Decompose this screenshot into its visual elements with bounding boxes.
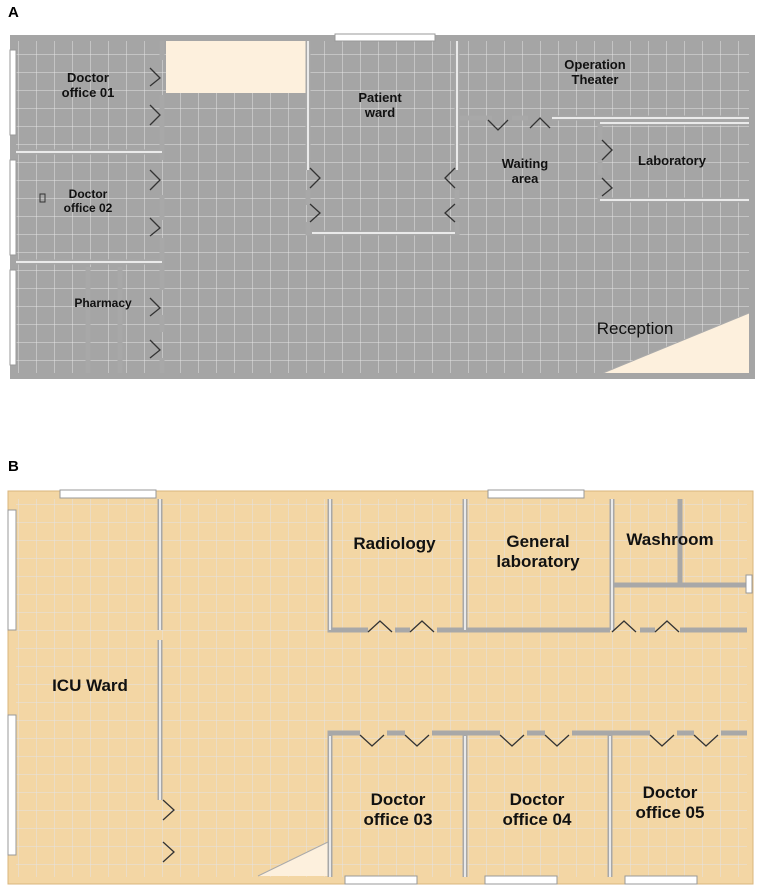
plan-a-floor (16, 41, 749, 373)
room-label-reception: Reception (596, 319, 674, 338)
room-label-operation-theater: Operation Theater (564, 57, 626, 87)
door (654, 620, 680, 633)
shaded-area (166, 41, 306, 93)
door (444, 203, 456, 223)
room-label-radiology: Radiology (353, 534, 436, 553)
door (487, 119, 509, 131)
door (601, 177, 613, 197)
door (409, 620, 435, 633)
window (487, 489, 585, 499)
door (149, 217, 161, 237)
door (601, 139, 613, 161)
door (149, 297, 161, 317)
door (693, 734, 719, 747)
room-label-doctor-office-05: Doctor office 05 (635, 783, 705, 822)
door (149, 104, 161, 126)
window (624, 875, 698, 885)
door (404, 734, 430, 747)
window (484, 875, 558, 885)
window (9, 269, 17, 366)
plan-b-floor (16, 499, 747, 877)
door (499, 734, 525, 747)
room-label-doctor-office-04: Doctor office 04 (502, 790, 572, 829)
door (162, 841, 175, 863)
window (745, 574, 753, 594)
room-label-doctor-office-02: Doctor office 02 (63, 187, 113, 215)
window (9, 49, 17, 136)
window (344, 875, 418, 885)
door (309, 203, 321, 223)
room-label-doctor-office-01: Doctor office 01 (61, 70, 115, 100)
door (529, 117, 551, 129)
door (149, 339, 161, 359)
room-label-laboratory: Laboratory (638, 153, 706, 168)
door (309, 167, 321, 189)
door (611, 620, 637, 633)
panel-a-letter: A (8, 4, 19, 21)
window (7, 509, 17, 631)
door (359, 734, 385, 747)
room-label-icu-ward: ICU Ward (52, 676, 128, 695)
door (149, 169, 161, 191)
door (162, 799, 175, 821)
room-label-general-laboratory: General laboratory (496, 532, 580, 571)
room-label-pharmacy: Pharmacy (74, 296, 132, 310)
window (9, 159, 17, 256)
door (544, 734, 570, 747)
door (649, 734, 675, 747)
window (7, 714, 17, 856)
door (444, 167, 456, 189)
door (149, 67, 161, 87)
window (334, 33, 436, 42)
room-label-patient-ward: Patient ward (358, 90, 402, 120)
door (367, 620, 393, 633)
window (59, 489, 157, 499)
room-label-waiting-area: Waiting area (501, 156, 549, 186)
panel-b-letter: B (8, 458, 19, 475)
room-label-doctor-office-03: Doctor office 03 (363, 790, 433, 829)
room-label-washroom: Washroom (626, 530, 714, 549)
